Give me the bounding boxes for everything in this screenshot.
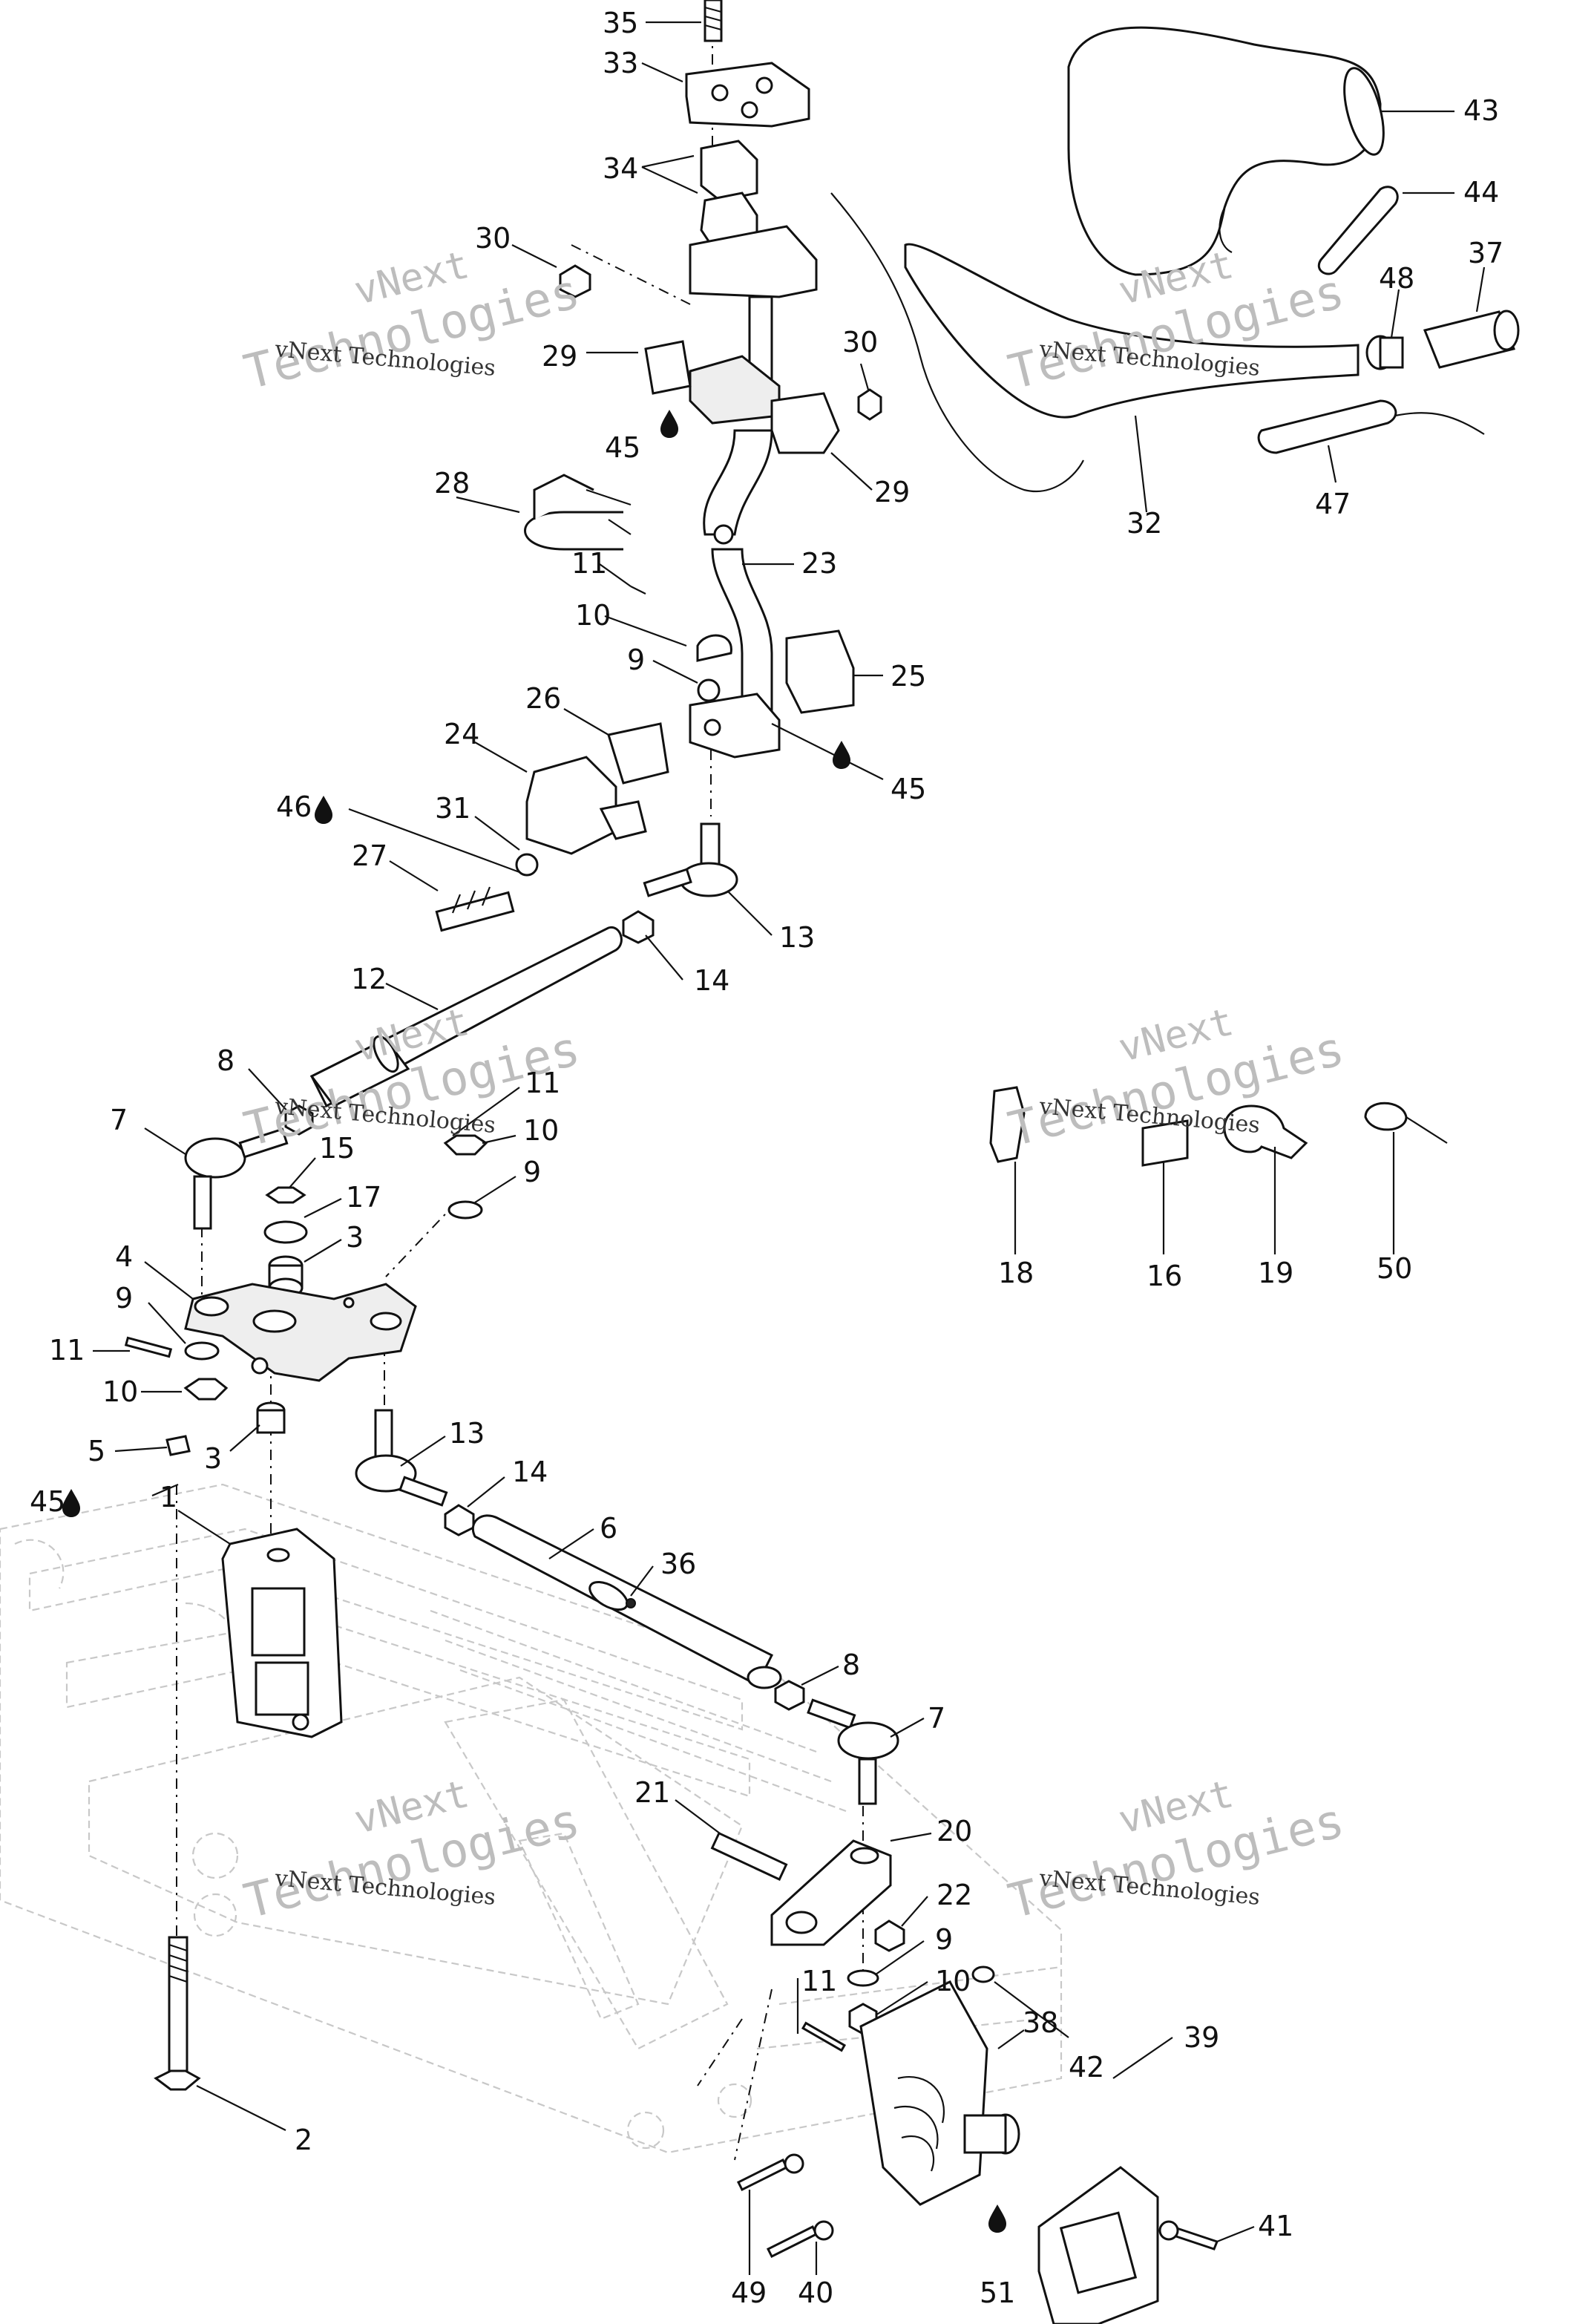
- oil-drop-icon: [315, 796, 332, 824]
- callout-label: 28: [434, 467, 470, 500]
- callout-label: 35: [603, 7, 638, 39]
- callout-label: 24: [444, 718, 479, 750]
- callout-label: 47: [1315, 488, 1351, 520]
- callout-label: 34: [603, 152, 638, 185]
- callout-label: 12: [351, 963, 387, 995]
- u-bolt: [524, 474, 632, 551]
- leader-lines: [93, 21, 1486, 2275]
- callout-label: 26: [525, 682, 561, 715]
- steering-column-upper: [559, 0, 882, 545]
- steering-column-lower: [630, 548, 855, 759]
- oil-drop-icon: [988, 2204, 1006, 2233]
- callout-label: 48: [1379, 262, 1414, 295]
- small-parts: [989, 1086, 1448, 1167]
- callout-label: 2: [295, 2124, 312, 2156]
- callout-label: 31: [435, 792, 470, 825]
- steering-boot: [736, 1965, 1219, 2324]
- callout-label: 10: [935, 1965, 971, 1997]
- long-bolt: [154, 1936, 201, 2091]
- callout-label: 32: [1126, 507, 1162, 540]
- column-bracket: [435, 722, 669, 932]
- callout-label: 49: [731, 2276, 767, 2309]
- callout-label: 50: [1377, 1252, 1412, 1285]
- watermarks: vNext Technologies vNext Technologies vN…: [239, 243, 1350, 1930]
- ball-joint-right: [807, 1698, 899, 1805]
- callout-label: 19: [1258, 1257, 1293, 1289]
- oil-drop-icon: [833, 741, 850, 769]
- callout-label: 8: [842, 1649, 860, 1681]
- callout-label: 1: [160, 1481, 177, 1513]
- callout-label: 37: [1468, 237, 1503, 269]
- callout-label: 45: [30, 1485, 65, 1518]
- callout-label: 43: [1463, 94, 1499, 127]
- callout-label: 17: [346, 1181, 381, 1214]
- callout-label: 45: [605, 431, 640, 464]
- callout-label: 21: [634, 1776, 670, 1809]
- callout-label: 20: [937, 1815, 972, 1847]
- callout-label: 11: [571, 547, 607, 580]
- callout-label: 3: [204, 1442, 222, 1475]
- oil-drop-icons: [62, 410, 1006, 2233]
- steering-arm: [710, 1831, 905, 2052]
- spacer-stack: [263, 1134, 488, 1298]
- callout-label: 51: [980, 2276, 1015, 2309]
- callout-label: 41: [1258, 2210, 1293, 2242]
- callout-label: 42: [1069, 2051, 1104, 2084]
- drag-link: [355, 1409, 805, 1711]
- callout-label: 11: [801, 1965, 837, 1997]
- callout-label: 14: [512, 1456, 548, 1488]
- callout-label: 10: [102, 1375, 138, 1408]
- callout-label: 4: [115, 1240, 133, 1273]
- callout-label: 5: [88, 1435, 105, 1467]
- callout-label: 29: [874, 476, 910, 508]
- callout-label: 18: [998, 1257, 1034, 1289]
- callout-label: 39: [1184, 2021, 1219, 2054]
- callout-label: 3: [346, 1221, 364, 1254]
- callout-label: 36: [660, 1548, 696, 1580]
- handlebar-assembly: [830, 26, 1520, 492]
- callout-label: 40: [798, 2276, 833, 2309]
- callout-label: 46: [276, 791, 312, 823]
- callout-label: 8: [217, 1044, 234, 1077]
- callout-label: 7: [110, 1104, 128, 1136]
- column-support-block: [221, 1528, 343, 1738]
- callout-labels: 35 33 34 30 29 45 30 29 28 11 23 10 9 25…: [30, 7, 1503, 2309]
- callout-label: 13: [779, 921, 815, 954]
- pitman-arm: [124, 1283, 417, 1456]
- callout-label: 9: [115, 1282, 133, 1315]
- callout-label: 29: [542, 340, 577, 373]
- callout-label: 6: [600, 1512, 617, 1545]
- tie-rod-upper: [309, 822, 738, 1108]
- oil-drop-icon: [62, 1489, 80, 1517]
- ball-joint-left: [184, 1104, 314, 1230]
- callout-label: 30: [842, 326, 878, 359]
- callout-label: 14: [694, 964, 729, 997]
- callout-label: 9: [935, 1923, 953, 1956]
- callout-label: 7: [928, 1702, 945, 1735]
- callout-label: 10: [575, 599, 611, 632]
- callout-label: 27: [352, 839, 387, 872]
- callout-label: 44: [1463, 176, 1499, 209]
- callout-label: 11: [525, 1067, 560, 1099]
- callout-label: 33: [603, 47, 638, 79]
- callout-label: 38: [1023, 2006, 1058, 2039]
- callout-label: 10: [523, 1114, 559, 1147]
- callout-label: 22: [937, 1879, 972, 1911]
- callout-label: 25: [891, 660, 926, 693]
- callout-label: 16: [1147, 1260, 1182, 1292]
- callout-label: 23: [801, 547, 837, 580]
- callout-label: 9: [627, 644, 645, 676]
- callout-label: 9: [523, 1156, 541, 1188]
- callout-label: 13: [449, 1417, 485, 1450]
- callout-label: 15: [319, 1132, 355, 1165]
- callout-label: 30: [475, 222, 511, 255]
- callout-label: 11: [49, 1334, 85, 1366]
- callout-label: 45: [891, 773, 926, 805]
- oil-drop-icon: [660, 410, 678, 438]
- frame-outline: [0, 1483, 1063, 2154]
